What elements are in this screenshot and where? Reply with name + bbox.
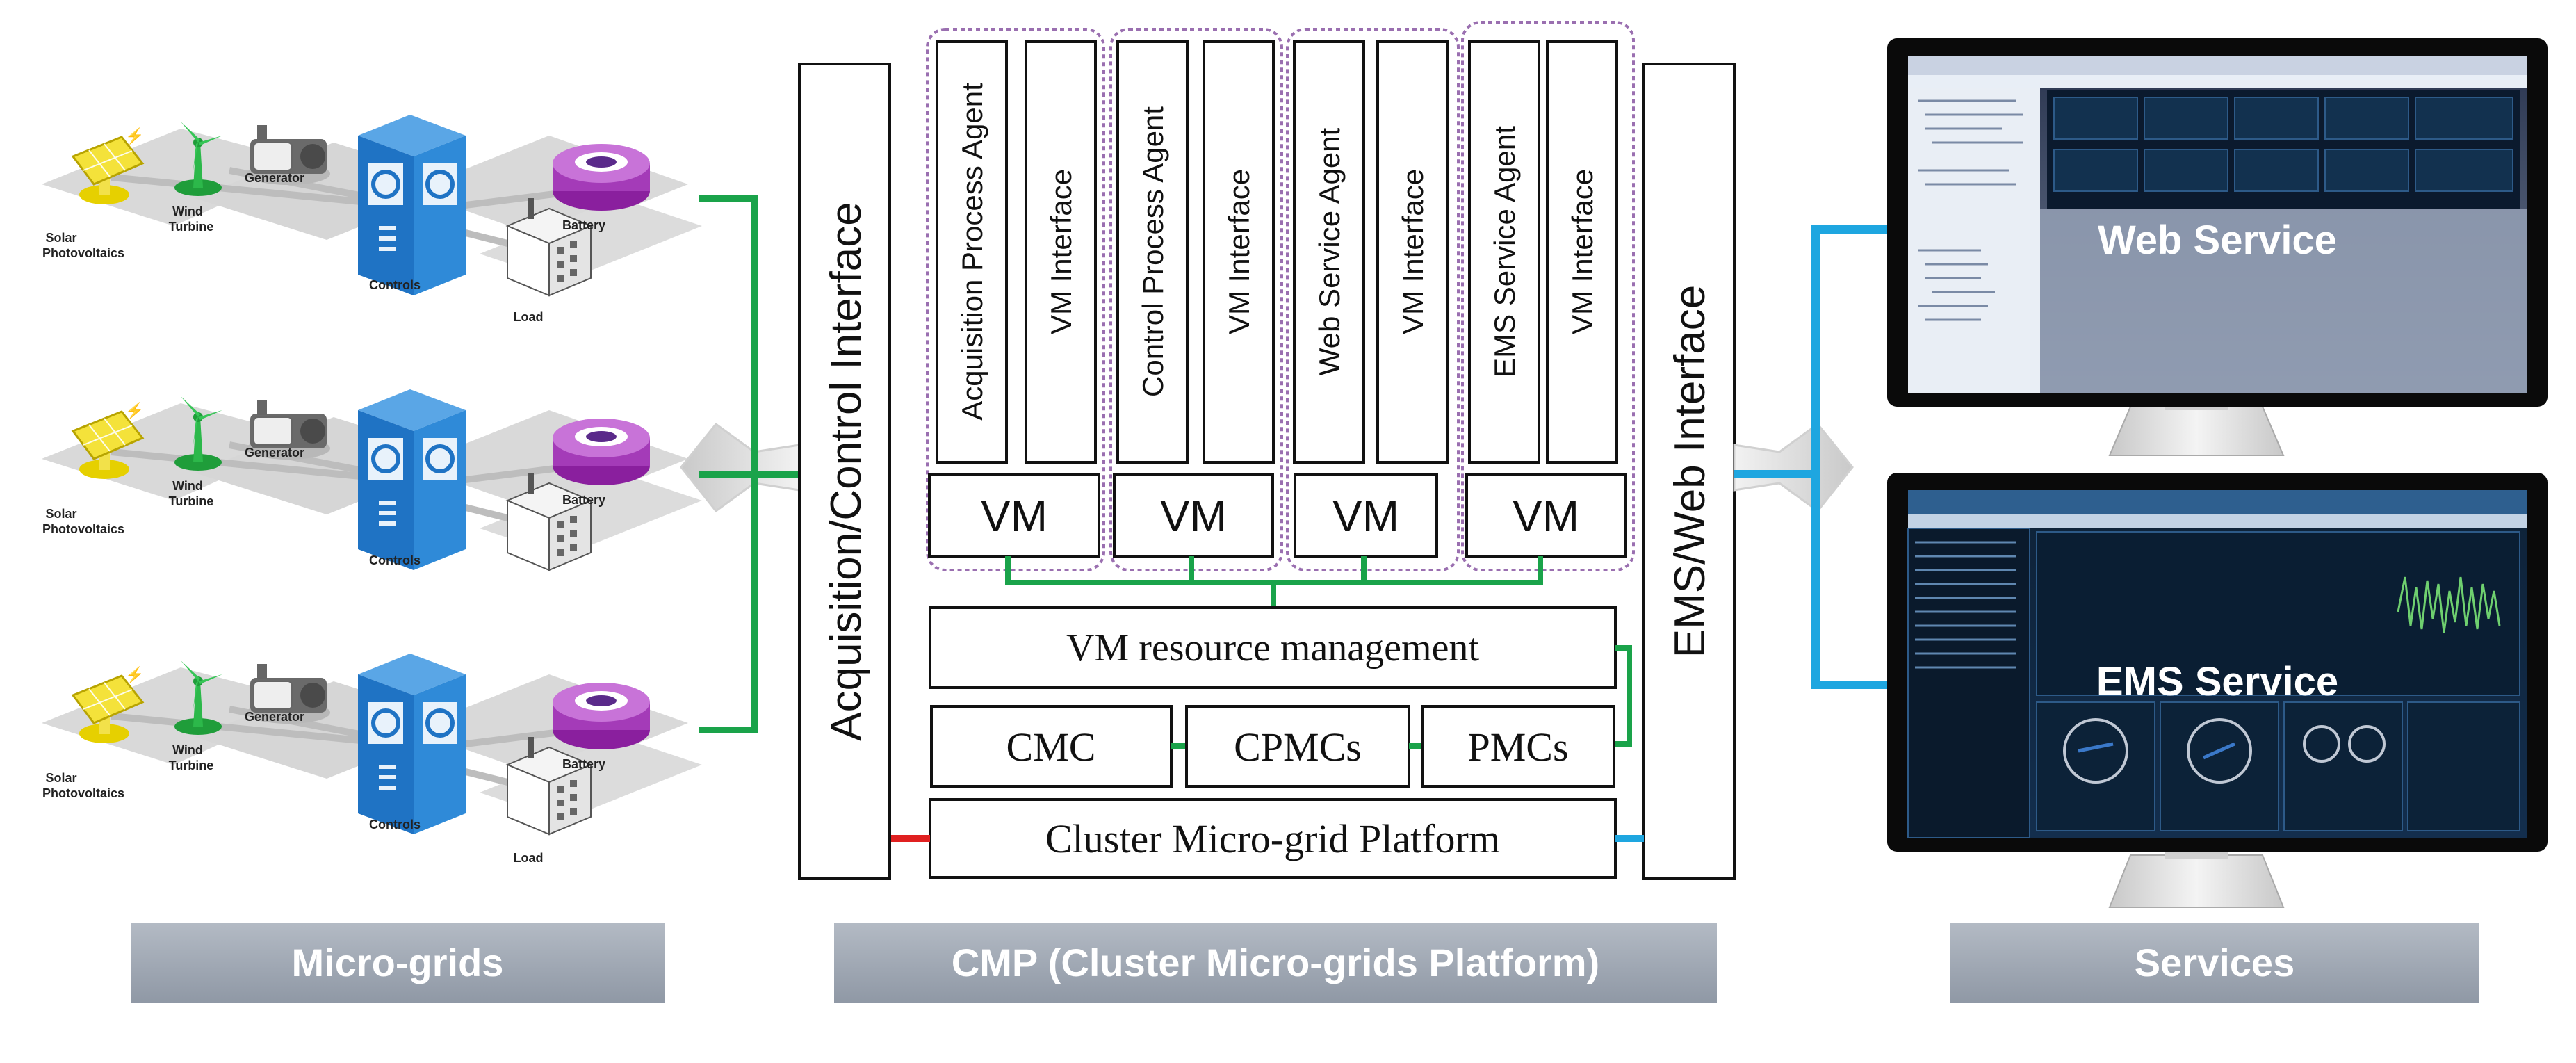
vm-interface-label: VM Interface (1045, 169, 1077, 334)
generator-label: Generator (245, 171, 304, 185)
cmp-section-label: CMP (Cluster Micro-grids Platform) (834, 923, 1717, 1003)
solar-label-line2: Photovoltaics (42, 522, 124, 536)
services-label: Services (2135, 941, 2294, 984)
ems-web-interface: EMS/Web Interface (1642, 63, 1736, 880)
web-service-label: Web Service (2098, 218, 2337, 263)
vm-resource-management-label: VM resource management (1066, 626, 1479, 670)
micro-grid-3 (42, 654, 702, 834)
vm-label: VM (1513, 491, 1579, 541)
micro-grid-1 (42, 115, 702, 295)
vm-label: VM (981, 491, 1047, 541)
ems-service-monitor: EMS Service (1887, 473, 2548, 908)
controls-label: Controls (369, 278, 421, 292)
cmc-box: CMC (930, 705, 1173, 788)
solar-label-line1: Solar (45, 507, 76, 521)
vm-group-control: Control Process Agent VM Interface VM (1109, 28, 1283, 571)
generator-label: Generator (245, 446, 304, 460)
cmc-label: CMC (1006, 724, 1096, 770)
pmcs-box: PMCs (1421, 705, 1615, 788)
load-label: Load (514, 310, 544, 324)
vm-interface-label: VM Interface (1223, 169, 1255, 334)
micro-grids-label: Micro-grids (292, 941, 504, 984)
battery-label: Battery (562, 493, 605, 507)
vm-interface-label: VM Interface (1396, 169, 1429, 334)
load-label: Load (514, 851, 544, 865)
micro-grid-2 (42, 389, 702, 570)
blue-connectors-right (1734, 225, 1891, 689)
micro-grid-labels: Solar Photovoltaics Wind Turbine Generat… (42, 171, 605, 865)
controls-label: Controls (369, 818, 421, 831)
wind-label-line1: Wind (172, 479, 203, 493)
cpmcs-box: CPMCs (1185, 705, 1410, 788)
vm-label: VM (1160, 491, 1227, 541)
cmp-label: CMP (Cluster Micro-grids Platform) (952, 941, 1599, 984)
micro-grids-section-label: Micro-grids (131, 923, 665, 1003)
pmcs-label: PMCs (1467, 724, 1568, 770)
acquisition-process-agent-label: Acquisition Process Agent (956, 83, 988, 421)
cpmcs-label: CPMCs (1234, 724, 1362, 770)
wind-label-line2: Turbine (169, 220, 214, 234)
vm-group-ems: EMS Service Agent VM Interface VM (1461, 21, 1635, 571)
cluster-platform-box: Cluster Micro-grid Platform (929, 798, 1617, 879)
solar-label-line2: Photovoltaics (42, 786, 124, 800)
resource-to-pmcs-connector (1614, 645, 1632, 747)
vm-group-web: Web Service Agent VM Interface VM (1286, 28, 1460, 571)
right-arrow-icon (1733, 422, 1854, 513)
left-arrow-icon (680, 422, 801, 513)
web-service-agent-label: Web Service Agent (1313, 127, 1346, 375)
solar-label-line1: Solar (45, 231, 76, 245)
wind-label-line2: Turbine (169, 758, 214, 772)
controls-label: Controls (369, 553, 421, 567)
vm-bus-connector (1005, 556, 1543, 608)
vm-interface-label: VM Interface (1566, 169, 1599, 334)
battery-label: Battery (562, 757, 605, 771)
green-connectors-left (699, 195, 799, 733)
generator-label: Generator (245, 710, 304, 724)
solar-label-line1: Solar (45, 771, 76, 785)
vm-group-acquisition: Acquisition Process Agent VM Interface V… (926, 28, 1105, 571)
ems-web-interface-label: EMS/Web Interface (1666, 285, 1714, 658)
services-section-label: Services (1950, 923, 2479, 1003)
ems-service-label: EMS Service (2096, 659, 2338, 704)
ems-service-agent-label: EMS Service Agent (1488, 126, 1521, 378)
vm-resource-management: VM resource management (929, 606, 1617, 689)
acquisition-control-interface: Acquisition/Control Interface (798, 63, 891, 880)
control-process-agent-label: Control Process Agent (1136, 106, 1169, 397)
web-service-monitor: Web Service (1887, 38, 2548, 456)
vm-label: VM (1332, 491, 1399, 541)
solar-label-line2: Photovoltaics (42, 246, 124, 260)
cluster-platform-label: Cluster Micro-grid Platform (1045, 816, 1500, 861)
wind-label-line1: Wind (172, 204, 203, 218)
battery-label: Battery (562, 218, 605, 232)
acquisition-control-interface-label: Acquisition/Control Interface (822, 202, 870, 740)
wind-label-line2: Turbine (169, 494, 214, 508)
wind-label-line1: Wind (172, 743, 203, 757)
